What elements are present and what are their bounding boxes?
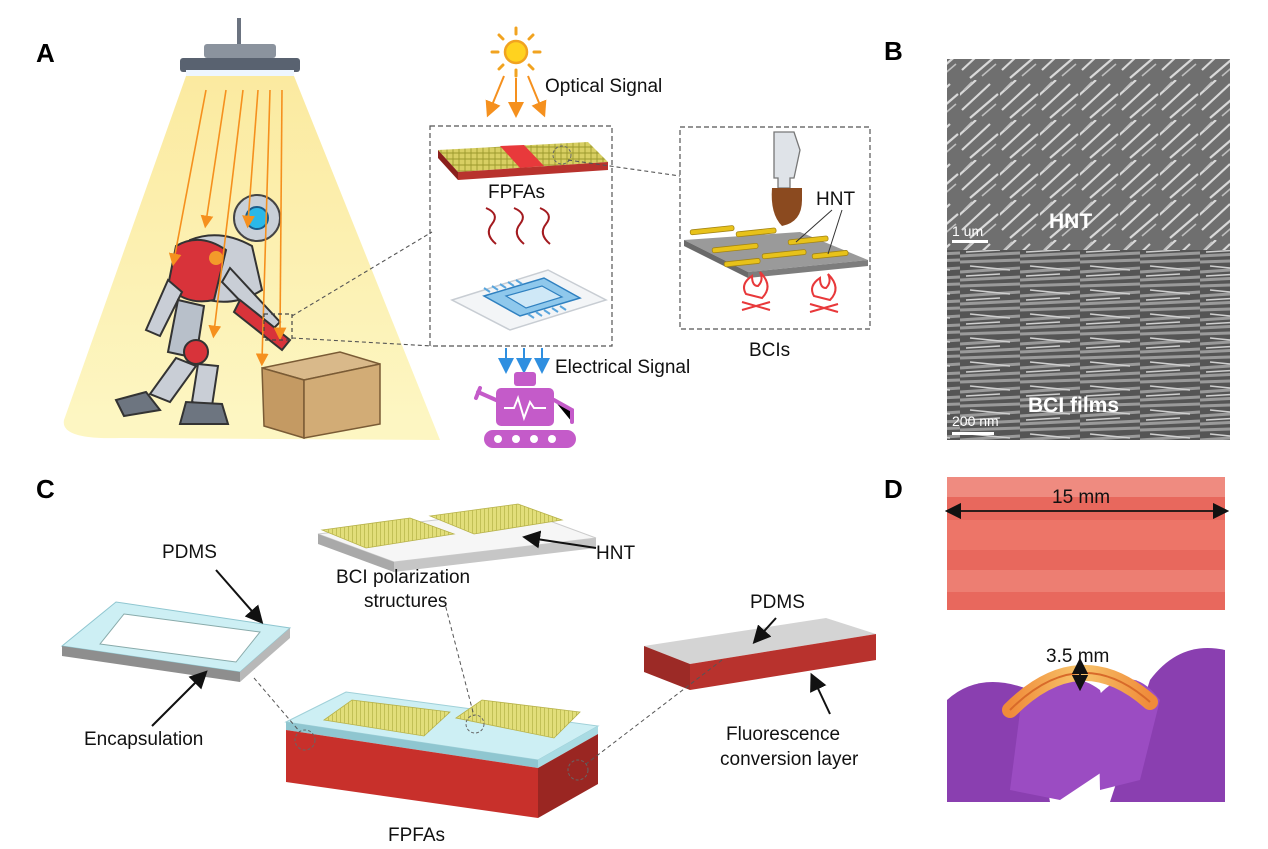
zoom-circles bbox=[294, 714, 589, 781]
pdms-left-arrow bbox=[215, 569, 264, 625]
ceiling-lamp-icon bbox=[180, 18, 300, 76]
fpfa-label: FPFAs bbox=[488, 182, 545, 203]
signal-wave-icon bbox=[485, 207, 551, 245]
structures-label: structures bbox=[364, 591, 447, 612]
fpfa-zoom-box bbox=[429, 125, 613, 347]
zoom-region-box bbox=[263, 313, 293, 341]
light-rays bbox=[168, 89, 287, 367]
panel-letter-b: B bbox=[884, 36, 903, 66]
panel-letter-a: A bbox=[36, 38, 55, 68]
zoom-guide-lines bbox=[291, 231, 433, 347]
hnt-arrow-c bbox=[522, 530, 597, 549]
film-photo-flat bbox=[947, 477, 1225, 610]
hnt-pointer-lines bbox=[795, 209, 843, 255]
hnt-substrate-illustration bbox=[684, 225, 868, 278]
bcis-label: BCIs bbox=[749, 340, 790, 361]
sem-image-hnt bbox=[947, 59, 1230, 250]
robot-illustration bbox=[114, 194, 292, 425]
sem-top-scale-label: 1 um bbox=[952, 223, 983, 239]
pdms-right-arrow bbox=[752, 617, 777, 644]
fpfa-device-illustration bbox=[438, 142, 608, 180]
pdms-left-label: PDMS bbox=[162, 542, 217, 563]
encapsulation-arrow bbox=[151, 670, 208, 727]
panel-letter-c: C bbox=[36, 474, 55, 504]
flame-icon bbox=[741, 271, 839, 313]
sem-hnt-label: HNT bbox=[1049, 210, 1092, 233]
fluorescence-label: Fluorescence bbox=[726, 724, 840, 745]
optical-signal-label: Optical Signal bbox=[545, 76, 662, 97]
bci-polarization-label: BCI polarization bbox=[336, 567, 470, 588]
hnt-label-c: HNT bbox=[596, 543, 635, 564]
bci-zoom-box bbox=[679, 126, 871, 330]
cardboard-box-icon bbox=[261, 351, 381, 440]
robot-icon bbox=[474, 372, 576, 448]
assembly-guide-lines bbox=[253, 599, 723, 765]
film-photo-bent bbox=[947, 627, 1225, 802]
sun-icon bbox=[490, 26, 542, 78]
fluorescence-layer bbox=[644, 618, 876, 690]
floor-light-spot bbox=[63, 420, 440, 440]
sem-bci-label: BCI films bbox=[1028, 394, 1119, 417]
electrical-signal-label: Electrical Signal bbox=[555, 357, 690, 378]
thickness-label: 3.5 mm bbox=[1046, 646, 1109, 667]
sem-bottom-scale-bar bbox=[952, 432, 994, 435]
brush-icon bbox=[771, 131, 802, 226]
pdms-right-label: PDMS bbox=[750, 592, 805, 613]
fpfa-stack-device bbox=[284, 691, 600, 818]
encapsulation-label: Encapsulation bbox=[84, 729, 203, 750]
fpfa-stack-label: FPFAs bbox=[388, 825, 445, 846]
sem-image-bci-film bbox=[947, 250, 1230, 440]
hnt-zoom-guide bbox=[567, 159, 681, 177]
sem-bottom-scale-label: 200 nm bbox=[952, 413, 999, 429]
conversion-layer-label: conversion layer bbox=[720, 749, 859, 770]
chip-icon bbox=[450, 269, 608, 331]
electrical-signal-arrows bbox=[498, 348, 550, 374]
sem-top-scale-bar bbox=[952, 240, 988, 243]
bci-polarization-structure bbox=[317, 503, 597, 572]
optical-signal-arrows bbox=[485, 75, 547, 118]
fluorescence-arrow bbox=[810, 672, 831, 715]
panel-letter-d: D bbox=[884, 474, 903, 504]
hnt-label-a: HNT bbox=[816, 189, 855, 210]
width-label: 15 mm bbox=[1052, 487, 1110, 508]
